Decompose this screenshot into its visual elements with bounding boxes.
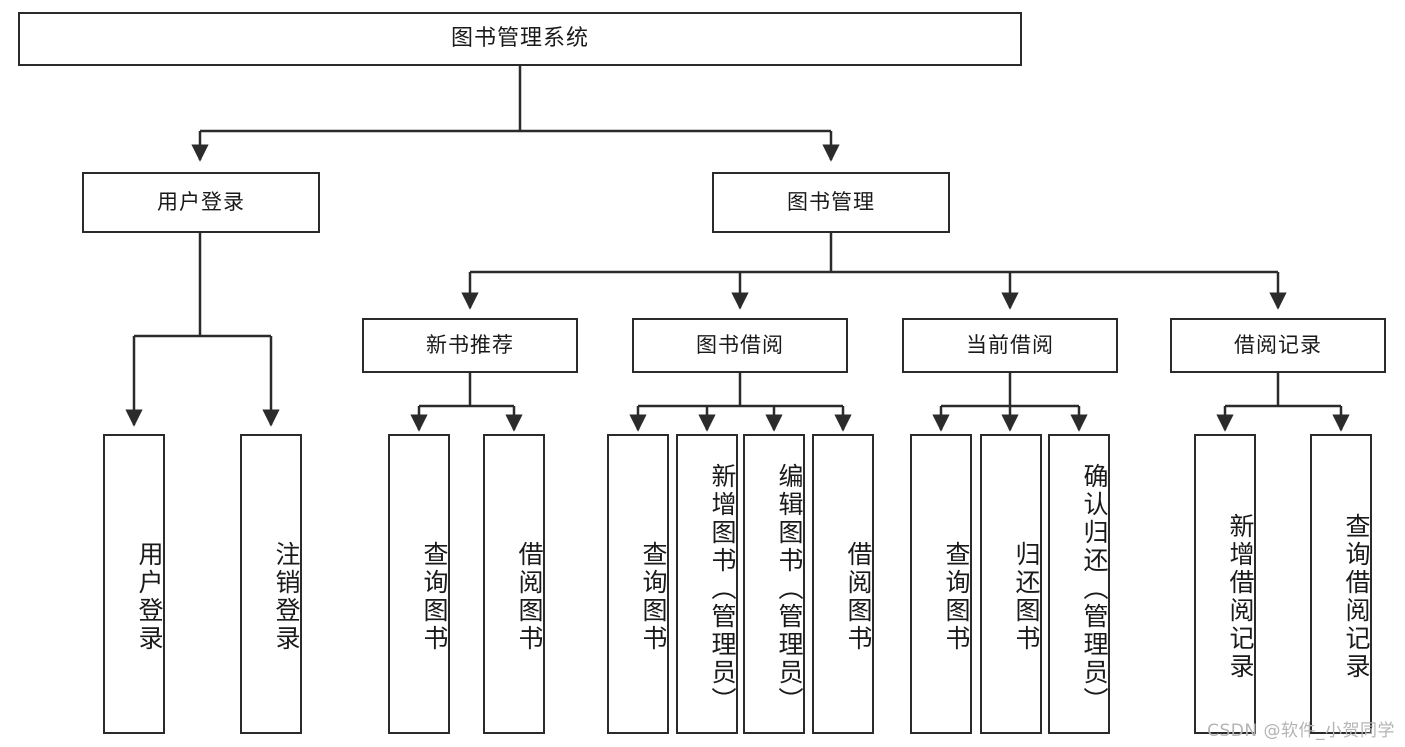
node-root[interactable]: 图书管理系统	[18, 12, 1022, 66]
node-book-management[interactable]: 图书管理	[712, 172, 950, 233]
leaf-add-book-admin-label: 新增图书（管理员）	[708, 463, 737, 715]
leaf-query-borrow-record-label: 查询借阅记录	[1342, 513, 1371, 681]
watermark: CSDN @软件_小贺同学	[1207, 721, 1395, 741]
node-borrowing-record[interactable]: 借阅记录	[1170, 318, 1386, 373]
leaf-borrow-books-new-label: 借阅图书	[515, 541, 544, 653]
leaf-edit-book-admin-label: 编辑图书（管理员）	[775, 463, 804, 715]
leaf-edit-book-admin[interactable]: 编辑图书（管理员）	[743, 434, 805, 734]
leaf-query-books-current[interactable]: 查询图书	[910, 434, 972, 734]
leaf-logout[interactable]: 注销登录	[240, 434, 302, 734]
leaf-confirm-return-admin-label: 确认归还（管理员）	[1080, 463, 1109, 715]
node-user-login-label: 用户登录	[157, 189, 245, 214]
leaf-query-books-current-label: 查询图书	[942, 541, 971, 653]
leaf-borrow-books[interactable]: 借阅图书	[812, 434, 874, 734]
node-root-label: 图书管理系统	[450, 25, 589, 51]
leaf-logout-label: 注销登录	[272, 541, 301, 653]
leaf-query-books-new-label: 查询图书	[420, 541, 449, 653]
leaf-user-login[interactable]: 用户登录	[103, 434, 165, 734]
node-book-borrowing[interactable]: 图书借阅	[632, 318, 848, 373]
leaf-query-borrow-record[interactable]: 查询借阅记录	[1310, 434, 1372, 734]
node-book-management-label: 图书管理	[787, 189, 875, 214]
leaf-add-book-admin[interactable]: 新增图书（管理员）	[676, 434, 738, 734]
leaf-return-books-label: 归还图书	[1012, 541, 1041, 653]
node-user-login[interactable]: 用户登录	[82, 172, 320, 233]
node-new-book-recommendation-label: 新书推荐	[426, 332, 514, 357]
leaf-add-borrow-record[interactable]: 新增借阅记录	[1194, 434, 1256, 734]
node-current-borrowing[interactable]: 当前借阅	[902, 318, 1118, 373]
node-borrowing-record-label: 借阅记录	[1234, 332, 1322, 357]
leaf-borrow-books-new[interactable]: 借阅图书	[483, 434, 545, 734]
leaf-confirm-return-admin[interactable]: 确认归还（管理员）	[1048, 434, 1110, 734]
leaf-query-books-borrow[interactable]: 查询图书	[607, 434, 669, 734]
node-new-book-recommendation[interactable]: 新书推荐	[362, 318, 578, 373]
leaf-return-books[interactable]: 归还图书	[980, 434, 1042, 734]
leaf-user-login-label: 用户登录	[135, 541, 164, 653]
leaf-borrow-books-label: 借阅图书	[844, 541, 873, 653]
leaf-query-books-new[interactable]: 查询图书	[388, 434, 450, 734]
node-current-borrowing-label: 当前借阅	[966, 332, 1054, 357]
node-book-borrowing-label: 图书借阅	[696, 332, 784, 357]
leaf-query-books-borrow-label: 查询图书	[639, 541, 668, 653]
leaf-add-borrow-record-label: 新增借阅记录	[1226, 513, 1255, 681]
